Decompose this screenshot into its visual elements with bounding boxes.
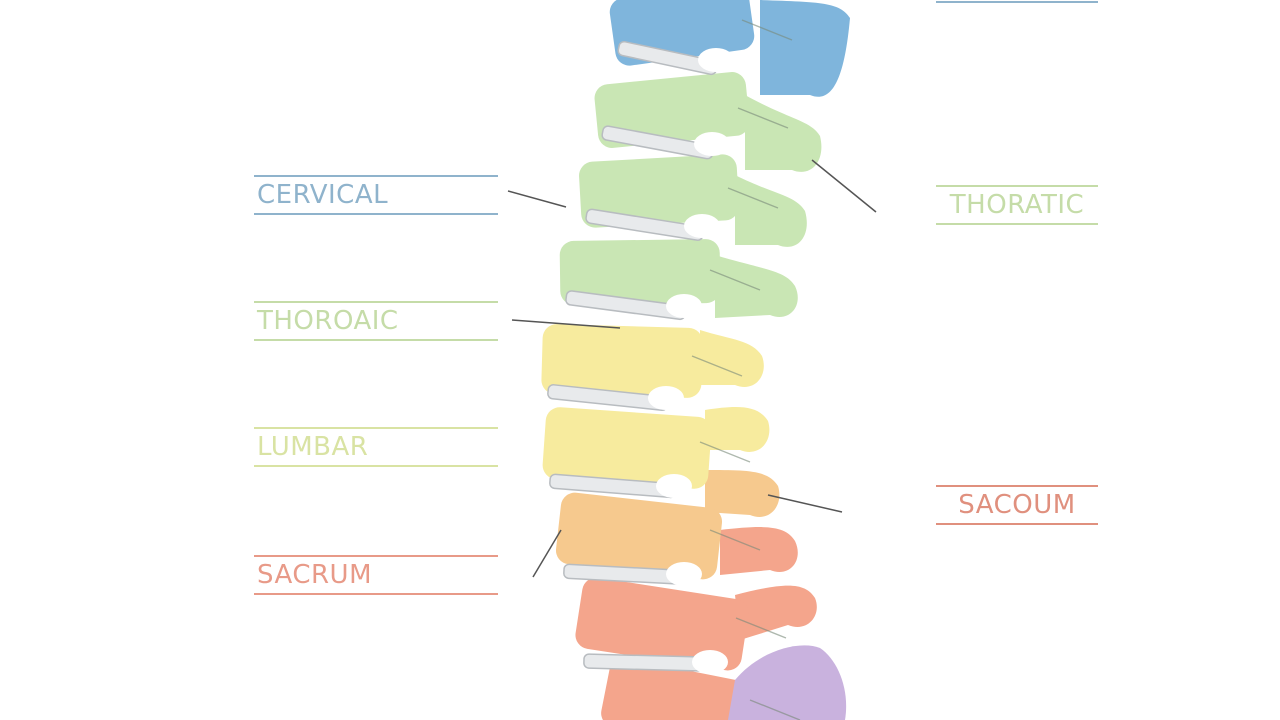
label-cervical: CERVICAL [254, 175, 498, 215]
vertebral-body [559, 239, 721, 305]
label-sacoum-text: SACOUM [958, 490, 1076, 520]
spinous-process [700, 330, 764, 387]
leader-lines [507, 159, 877, 578]
bone-mark [709, 269, 761, 291]
foramen-hole [656, 474, 692, 498]
spinous-process [745, 95, 822, 172]
spinous-process [705, 470, 780, 517]
foramen-hole [684, 214, 720, 238]
bone-mark [737, 107, 789, 129]
vertebral-body [542, 407, 712, 489]
vertebral-bodies [541, 0, 847, 720]
vertebral-body [609, 0, 755, 66]
leader-line [507, 190, 567, 208]
bone-mark [727, 187, 779, 209]
leader-line [532, 529, 562, 578]
label-sacoum: SACOUM [936, 485, 1098, 525]
bone-mark [749, 699, 801, 720]
leader-line [767, 494, 843, 513]
vertebral-body [594, 72, 750, 148]
leader-line [511, 319, 621, 329]
foramen-hole [694, 132, 730, 156]
coccyx-bone [728, 645, 847, 720]
foramen-hole [692, 650, 728, 674]
spinous-process [715, 255, 798, 318]
label-thoratic-text: THORATIC [949, 190, 1085, 220]
spinous-process [720, 527, 798, 575]
foramen-hole [666, 562, 702, 586]
label-thoroaic: THOROAIC [254, 301, 498, 341]
leader-line [811, 159, 877, 213]
label-thoroaic-text: THOROAIC [257, 306, 399, 336]
vertebral-body [601, 657, 763, 720]
foramen-hole [648, 386, 684, 410]
label-lumbar: LUMBAR [254, 427, 498, 467]
vertebral-body [555, 492, 723, 580]
label-top-rule [936, 1, 1098, 3]
bone-mark [691, 355, 743, 377]
label-sacrum-text: SACRUM [257, 560, 372, 590]
foramen-hole [666, 294, 702, 318]
label-lumbar-text: LUMBAR [257, 432, 369, 462]
vertebral-body [575, 577, 749, 671]
label-sacrum: SACRUM [254, 555, 498, 595]
bone-detail-marks [691, 19, 801, 720]
bone-mark [741, 19, 793, 41]
vertebral-body [579, 154, 739, 228]
spinous-process [760, 0, 850, 97]
label-cervical-text: CERVICAL [257, 180, 389, 210]
spinous-process [735, 175, 807, 247]
bone-mark [735, 617, 787, 639]
bone-mark [709, 529, 761, 551]
label-thoratic: THORATIC [936, 185, 1098, 225]
foramen-hole [698, 48, 734, 72]
spinous-process [705, 407, 770, 452]
bone-mark [699, 441, 751, 463]
intervertebral-discs [547, 40, 734, 674]
vertebral-body [541, 324, 703, 398]
